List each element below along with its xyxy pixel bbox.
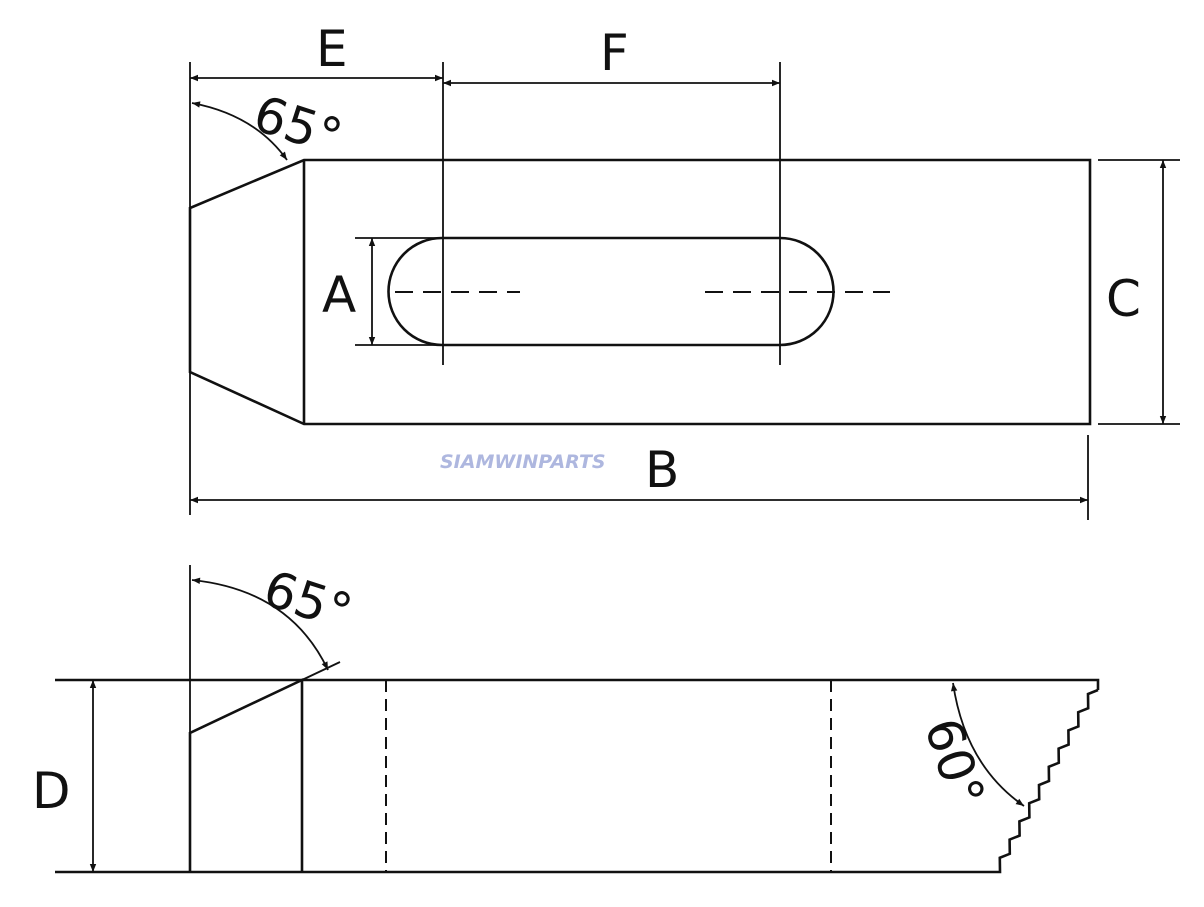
angle-label-serration: 60°: [913, 711, 996, 813]
side-top-edge: [55, 678, 1100, 690]
side-chamfer: [188, 677, 304, 872]
side-extension-lines: [189, 565, 341, 733]
top-view: E F A C B 65° SIAMWINPARTS: [188, 20, 1180, 520]
label-D: D: [32, 762, 71, 820]
label-B: B: [645, 441, 679, 499]
side-view: D 65° 60°: [32, 559, 1100, 874]
angle-arc-side: [191, 577, 329, 671]
label-E: E: [316, 20, 348, 78]
label-F: F: [600, 24, 629, 82]
angle-arc-serration: [950, 682, 1025, 807]
angle-arc-top: [191, 101, 288, 161]
extension-lines: [189, 62, 1180, 520]
angle-label-side: 65°: [257, 559, 359, 642]
serrated-edge: [995, 688, 1099, 874]
label-A: A: [322, 266, 356, 324]
watermark-logo: SIAMWINPARTS: [440, 451, 606, 473]
label-C: C: [1106, 270, 1141, 328]
angle-label-top: 65°: [247, 84, 349, 167]
